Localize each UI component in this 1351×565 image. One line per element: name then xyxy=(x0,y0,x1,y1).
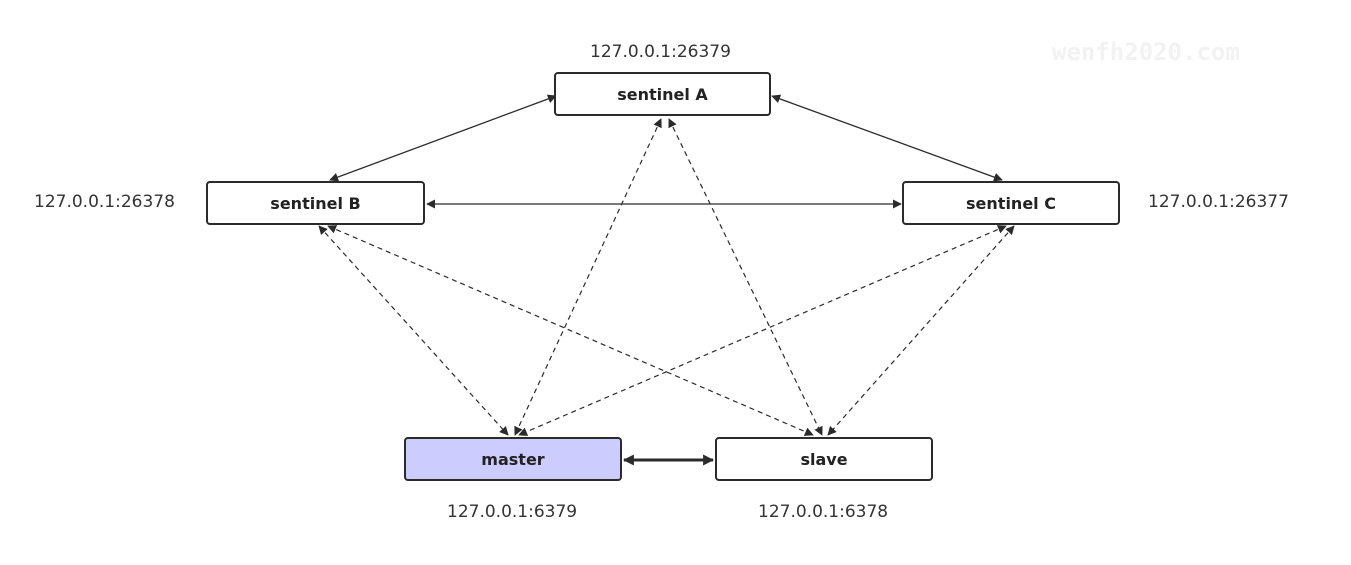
master-address: 127.0.0.1:6379 xyxy=(447,502,578,522)
sentinel-b-address: 127.0.0.1:26378 xyxy=(34,192,175,212)
sentinel-b-label: sentinel B xyxy=(270,193,361,213)
sentinel-a-label: sentinel A xyxy=(617,84,708,104)
edge-sentinel-a-sentinel-b xyxy=(329,94,557,182)
sentinel-a-address: 127.0.0.1:26379 xyxy=(590,42,731,62)
slave-address: 127.0.0.1:6378 xyxy=(758,502,889,522)
edge-sentinel-c-slave xyxy=(827,225,1015,436)
sentinel-c-label: sentinel C xyxy=(966,193,1056,213)
edge-sentinel-b-slave xyxy=(327,225,814,436)
master-label: master xyxy=(481,449,545,469)
slave-node[interactable]: slave xyxy=(715,437,933,481)
slave-label: slave xyxy=(800,449,848,469)
sentinel-c-node[interactable]: sentinel C xyxy=(902,181,1120,225)
edge-sentinel-c-master xyxy=(518,225,1007,436)
edge-sentinel-a-sentinel-c xyxy=(771,94,1003,182)
watermark: wenfh2020.com xyxy=(1052,38,1240,66)
master-node[interactable]: master xyxy=(404,437,622,481)
sentinel-b-node[interactable]: sentinel B xyxy=(206,181,425,225)
edge-sentinel-b-master xyxy=(318,225,509,436)
edge-sentinel-a-master xyxy=(514,118,662,436)
sentinel-a-node[interactable]: sentinel A xyxy=(554,72,771,116)
sentinel-c-address: 127.0.0.1:26377 xyxy=(1148,192,1289,212)
edge-sentinel-a-slave xyxy=(668,118,823,436)
